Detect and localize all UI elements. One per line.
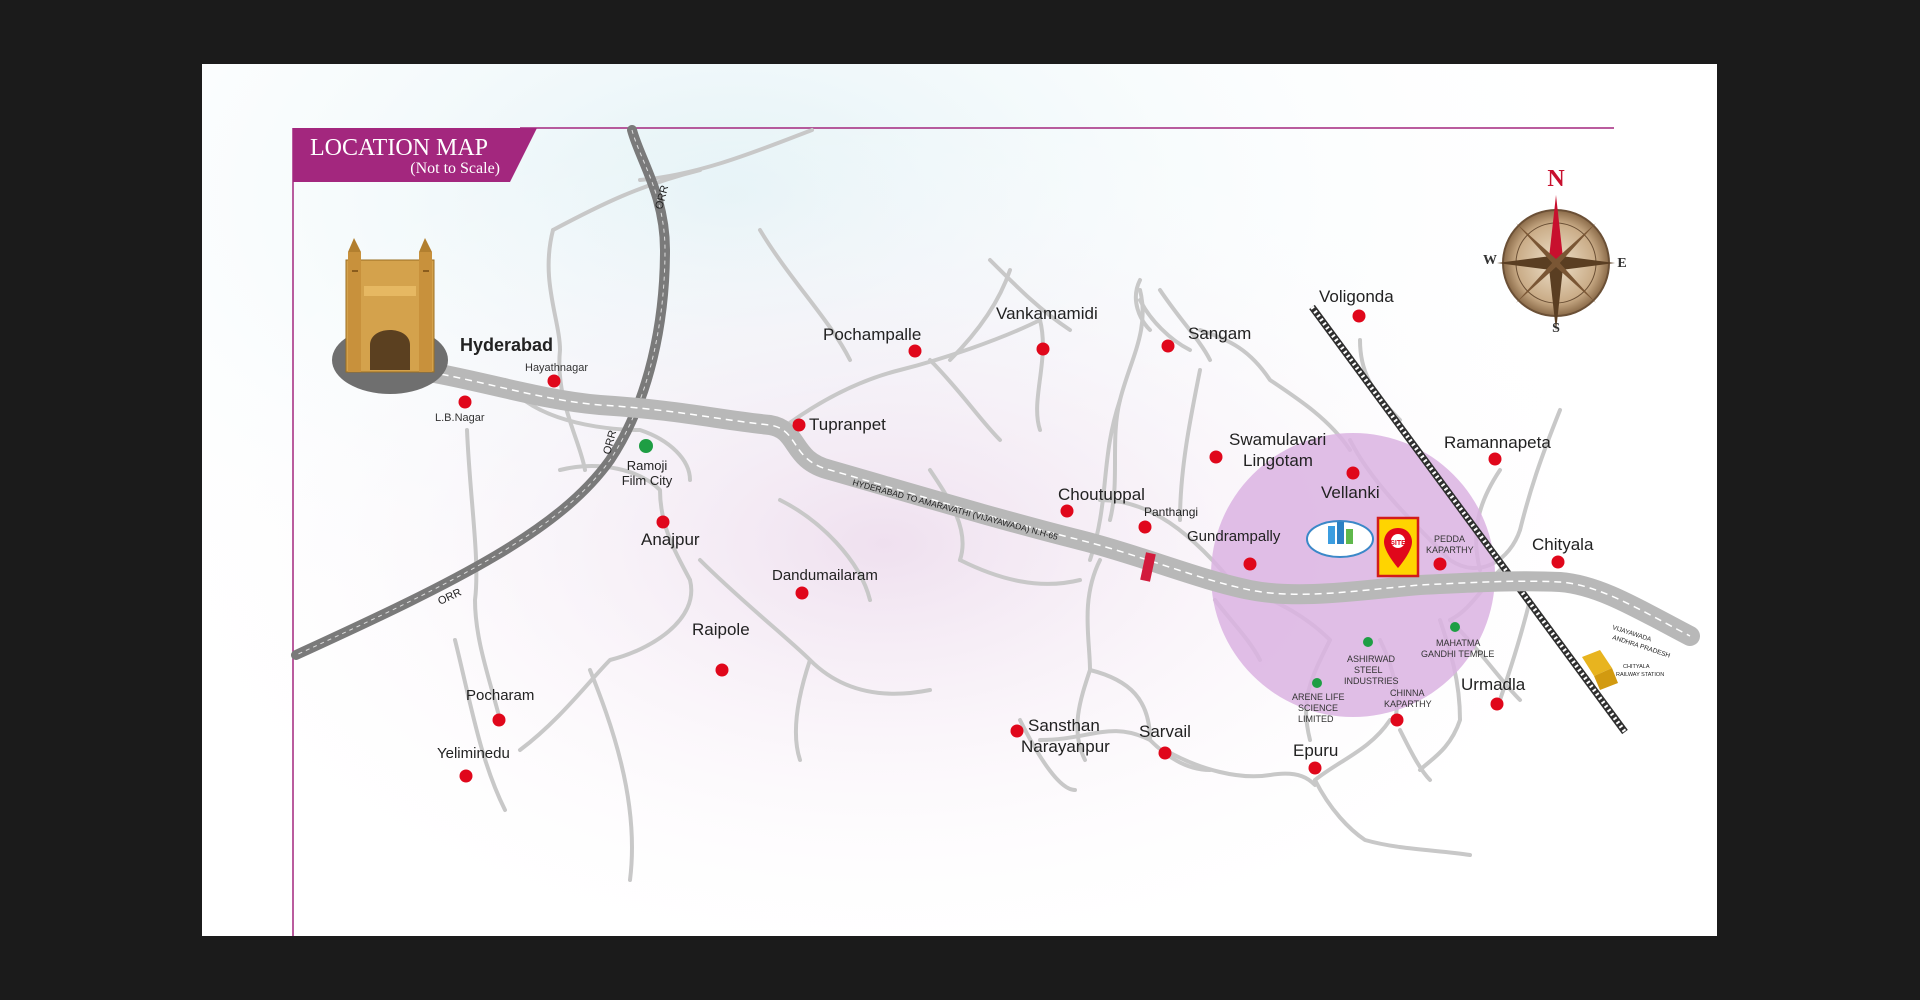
site-zone-circle	[1211, 433, 1495, 717]
label-arene-1: ARENE LIFE	[1292, 692, 1345, 702]
label-voligonda: Voligonda	[1319, 287, 1394, 306]
dot-ashirwad-steel	[1363, 637, 1373, 647]
label-swamulavari-2: Lingotam	[1243, 451, 1313, 470]
toll-marker	[1140, 552, 1156, 582]
label-swamulavari-1: Swamulavari	[1229, 430, 1326, 449]
label-chityala: Chityala	[1532, 535, 1594, 554]
label-yeliminedu: Yeliminedu	[437, 745, 510, 762]
railway-station-label-1: CHITYALA	[1623, 664, 1650, 670]
pin-swamulavari	[1209, 450, 1223, 464]
dot-mahatma-gandhi-temple	[1450, 622, 1460, 632]
label-pochampalle: Pochampalle	[823, 325, 921, 344]
label-sangam: Sangam	[1188, 324, 1251, 343]
pin-chinna-kaparthy	[1390, 713, 1404, 727]
label-chinna-1: CHINNA	[1390, 688, 1425, 698]
label-arene-2: SCIENCE	[1298, 703, 1338, 713]
label-panthangi: Panthangi	[1144, 505, 1198, 519]
pin-sarvail	[1158, 746, 1172, 760]
label-tupranpet: Tupranpet	[809, 415, 886, 434]
national-highway	[408, 360, 1700, 646]
label-pocharam: Pocharam	[466, 687, 534, 704]
label-anajpur: Anajpur	[641, 530, 700, 549]
pin-sansthan-narayanpur	[1010, 724, 1024, 738]
charminar-icon	[332, 238, 448, 394]
label-epuru: Epuru	[1293, 741, 1338, 760]
label-ramannapeta: Ramannapeta	[1444, 433, 1551, 452]
pin-gundrampally	[1243, 557, 1257, 571]
pin-yeliminedu	[459, 769, 473, 783]
pin-chityala	[1551, 555, 1565, 569]
pin-urmadla	[1490, 697, 1504, 711]
pin-panthangi	[1138, 520, 1152, 534]
label-hyderabad: Hyderabad	[460, 335, 553, 355]
builder-logo	[1306, 520, 1374, 558]
site-marker-icon	[1376, 516, 1420, 578]
label-raipole: Raipole	[692, 620, 750, 639]
compass-north: N	[1547, 166, 1565, 192]
pin-pocharam	[492, 713, 506, 727]
label-vellanki: Vellanki	[1321, 483, 1380, 502]
pin-vankamamidi	[1036, 342, 1050, 356]
pin-voligonda	[1352, 309, 1366, 323]
pin-vellanki	[1346, 466, 1360, 480]
label-arene-3: LIMITED	[1298, 714, 1334, 724]
pin-dandumailaram	[795, 586, 809, 600]
label-lb-nagar: L.B.Nagar	[435, 412, 485, 424]
pin-lb-nagar	[458, 395, 472, 409]
map-subtitle: (Not to Scale)	[410, 160, 500, 177]
label-pedda-1: PEDDA	[1434, 534, 1465, 544]
pin-pochampalle	[908, 344, 922, 358]
label-hayathnagar: Hayathnagar	[525, 362, 588, 374]
railway-line	[1309, 304, 1628, 735]
compass-icon	[1497, 195, 1615, 331]
pin-epuru	[1308, 761, 1322, 775]
compass-west: W	[1483, 253, 1497, 268]
label-vankamamidi: Vankamamidi	[996, 304, 1098, 323]
label-ashirwad-3: INDUSTRIES	[1344, 676, 1399, 686]
label-dandumailaram: Dandumailaram	[772, 567, 878, 584]
label-sansthan-1: Sansthan	[1028, 716, 1100, 735]
header-banner	[293, 128, 537, 182]
label-chinna-2: KAPARTHY	[1384, 699, 1432, 709]
dot-ramoji-film-city	[639, 439, 653, 453]
label-ashirwad-1: ASHIRWAD	[1347, 654, 1396, 664]
pin-sangam	[1161, 339, 1175, 353]
railway-station-icon	[1582, 650, 1618, 690]
landmark-dots	[639, 439, 1460, 688]
pin-pedda-kaparthy	[1433, 557, 1447, 571]
pin-choutuppal	[1060, 504, 1074, 518]
label-sansthan-2: Narayanpur	[1021, 737, 1110, 756]
map-title: LOCATION MAP	[310, 135, 488, 161]
pin-anajpur	[656, 515, 670, 529]
label-mahatma-1: MAHATMA	[1436, 638, 1480, 648]
label-ramoji-2: Film City	[622, 473, 673, 488]
label-choutuppal: Choutuppal	[1058, 485, 1145, 504]
label-pedda-2: KAPARTHY	[1426, 545, 1474, 555]
compass-south: S	[1552, 321, 1560, 336]
pin-raipole	[715, 663, 729, 677]
label-ramoji-1: Ramoji	[627, 458, 668, 473]
pin-hayathnagar	[547, 374, 561, 388]
location-pins	[458, 309, 1565, 783]
site-label: SITE	[1390, 540, 1406, 547]
dot-arene-life-science	[1312, 678, 1322, 688]
label-mahatma-2: GANDHI TEMPLE	[1421, 649, 1494, 659]
label-urmadla: Urmadla	[1461, 675, 1526, 694]
railway-station-label-2: RAILWAY STATION	[1616, 672, 1664, 678]
pin-ramannapeta	[1488, 452, 1502, 466]
compass-east: E	[1617, 256, 1626, 271]
label-ashirwad-2: STEEL	[1354, 665, 1383, 675]
label-sarvail: Sarvail	[1139, 722, 1191, 741]
label-gundrampally: Gundrampally	[1187, 528, 1281, 545]
pin-tupranpet	[792, 418, 806, 432]
